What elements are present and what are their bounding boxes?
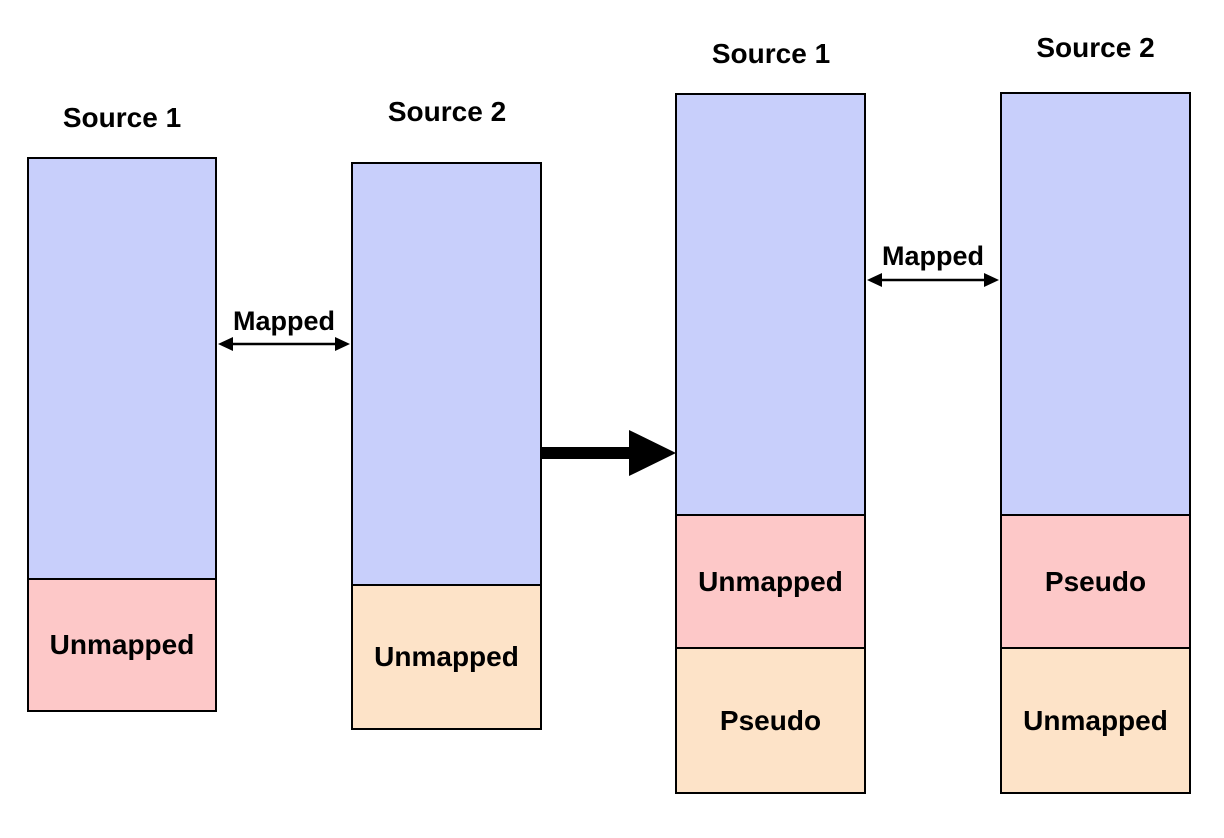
after-source1-mapped-segment (677, 95, 864, 515)
after-mapped-double-arrow (867, 273, 999, 287)
before-source2-unmapped-segment: Unmapped (353, 584, 540, 728)
after-source2-pseudo-label: Pseudo (1044, 566, 1147, 597)
after-source2-pseudo-segment: Pseudo (1002, 514, 1189, 648)
before-source2-title: Source 2 (387, 96, 507, 127)
after-source1-title: Source 1 (711, 38, 831, 69)
after-source1-pseudo-segment: Pseudo (677, 647, 864, 792)
before-source2-mapped-segment (353, 164, 540, 585)
after-source2-column: Pseudo Unmapped (1000, 92, 1191, 794)
before-source2-unmapped-label: Unmapped (374, 641, 519, 672)
after-source2-title: Source 2 (1036, 32, 1155, 63)
after-source2-unmapped-label: Unmapped (1023, 704, 1168, 736)
before-mapped-double-arrow (218, 337, 350, 351)
before-source1-unmapped-segment: Unmapped (29, 578, 215, 710)
transform-arrow (542, 430, 676, 476)
after-source1-unmapped-segment: Unmapped (677, 514, 864, 648)
before-source1-title: Source 1 (62, 102, 182, 133)
after-mapped-link-label: Mapped (881, 241, 984, 271)
after-source1-unmapped-label: Unmapped (698, 566, 843, 597)
before-source2-column: Unmapped (351, 162, 542, 730)
after-source2-unmapped-segment: Unmapped (1002, 647, 1189, 792)
after-source1-pseudo-label: Pseudo (719, 704, 822, 736)
before-source1-column: Unmapped (27, 157, 217, 712)
before-source1-unmapped-label: Unmapped (49, 629, 195, 660)
after-source1-column: Unmapped Pseudo (675, 93, 866, 794)
after-source2-mapped-segment (1002, 94, 1189, 515)
before-source1-mapped-segment (29, 159, 215, 579)
before-mapped-link-label: Mapped (232, 306, 335, 336)
